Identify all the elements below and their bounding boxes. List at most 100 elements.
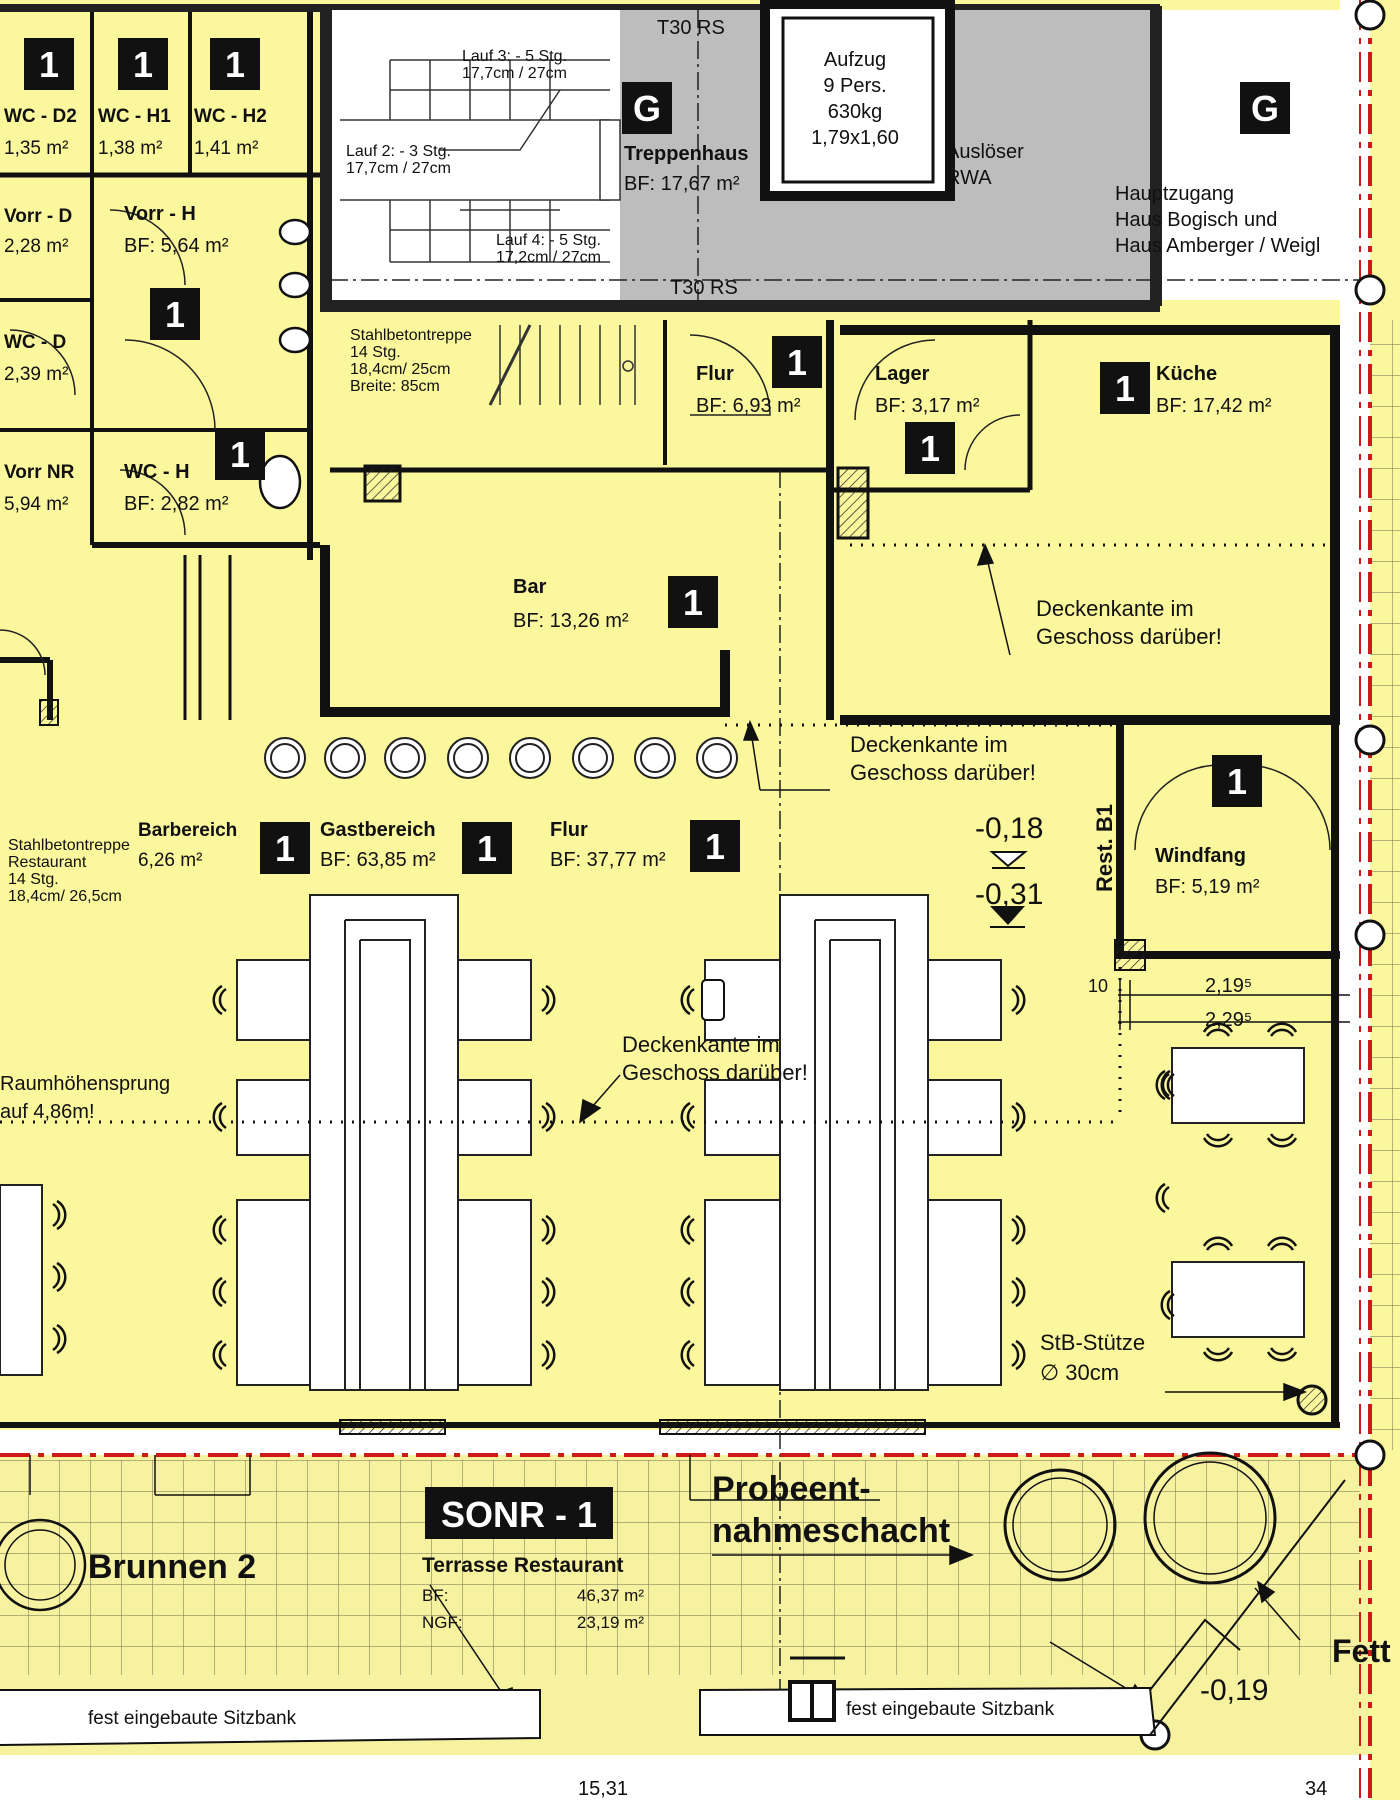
chair — [541, 1214, 556, 1246]
dimension: 2,29⁵ — [1205, 1009, 1252, 1031]
chair — [541, 1339, 556, 1371]
chair — [212, 1214, 227, 1246]
chair — [212, 1276, 227, 1308]
zone-badge-1: 1 — [1100, 362, 1150, 414]
dimension: 2,19⁵ — [1205, 975, 1252, 997]
svg-text:1: 1 — [165, 294, 185, 335]
room-name: Vorr - H — [124, 203, 196, 225]
zone-badge-1: 1 — [772, 336, 822, 388]
svg-text:1: 1 — [477, 828, 497, 869]
svg-text:1: 1 — [230, 434, 250, 475]
zone-badge-1: 1 — [24, 38, 74, 90]
zone-badge-1: 1 — [118, 38, 168, 90]
chair — [541, 984, 556, 1016]
dimension: 34 — [1305, 1778, 1327, 1800]
ceiling-edges — [0, 543, 1335, 1124]
elevator-label: 9 Pers. — [823, 75, 886, 97]
chair — [680, 1101, 695, 1133]
room-name: Barbereich — [138, 820, 237, 841]
grease-label: Fett — [1332, 1633, 1391, 1669]
room-area: BF: 17,42 m² — [1156, 395, 1272, 417]
ceiling-note: Deckenkante im — [622, 1032, 780, 1057]
chairs — [52, 979, 1298, 1371]
chair — [541, 1276, 556, 1308]
room-area: 5,94 m² — [4, 494, 68, 515]
room-name: WC - D — [4, 332, 66, 353]
bar-stools — [264, 737, 738, 779]
column-note: StB-Stütze — [1040, 1330, 1145, 1355]
ceiling-note: Geschoss darüber! — [622, 1060, 808, 1085]
svg-text:G: G — [1251, 88, 1279, 129]
stair-note: Stahlbetontreppe — [350, 327, 472, 344]
column-windfang — [1114, 939, 1146, 971]
svg-text:G: G — [633, 88, 661, 129]
room-name: WC - H1 — [98, 106, 171, 127]
sampling-shaft-label: nahmeschacht — [712, 1512, 950, 1550]
stair-note: 14 Stg. — [8, 871, 59, 888]
entrance-label: Haus Amberger / Weigl — [1115, 235, 1320, 257]
well-label: Brunnen 2 — [88, 1548, 256, 1586]
room-area: BF: 37,77 m² — [550, 849, 666, 871]
zone-badge-1: 1 — [215, 428, 265, 480]
elevator-label: Aufzug — [824, 49, 886, 71]
height-note: auf 4,86m! — [0, 1101, 95, 1123]
dimension: 15,31 — [578, 1778, 628, 1800]
chair — [680, 1276, 695, 1308]
chair — [212, 1101, 227, 1133]
table-windfang-1 — [1171, 1047, 1305, 1124]
stair-note: 18,4cm/ 25cm — [350, 361, 450, 378]
dimension: 10 — [1088, 976, 1108, 996]
room-area: 1,38 m² — [98, 138, 162, 159]
sanitary-fixtures — [258, 218, 312, 510]
zone-badge-1: 1 — [260, 822, 310, 874]
room-name: Küche — [1156, 363, 1217, 385]
room-area: 2,39 m² — [4, 364, 68, 385]
stair-note: Lauf 4: - 5 Stg. — [496, 232, 601, 249]
terrace-ngf-value: 23,19 m² — [577, 1613, 644, 1632]
chair — [1266, 1236, 1298, 1251]
stair-note: Breite: 85cm — [350, 378, 440, 395]
chair — [1011, 1101, 1026, 1133]
door-swings — [0, 209, 1331, 851]
zone-badge-g: G — [1240, 82, 1290, 134]
room-area: BF: 63,85 m² — [320, 849, 436, 871]
stair-note: 14 Stg. — [350, 344, 401, 361]
room-name: Lager — [875, 363, 930, 385]
chair — [1011, 1214, 1026, 1246]
chair — [212, 1339, 227, 1371]
room-area: BF: 5,19 m² — [1155, 876, 1260, 898]
rwa-label: RWA — [946, 167, 992, 189]
chair — [1011, 984, 1026, 1016]
table-island-right — [704, 894, 1002, 1391]
stair-note: Lauf 2: - 3 Stg. — [346, 143, 451, 160]
zone-badge-1: 1 — [690, 820, 740, 872]
chair — [680, 1339, 695, 1371]
ceiling-note: Deckenkante im — [850, 732, 1008, 757]
column-left — [39, 699, 59, 726]
table-windfang-2 — [1171, 1261, 1305, 1338]
chair — [1155, 1069, 1170, 1101]
room-area: BF: 17,67 m² — [624, 173, 740, 195]
room-name: WC - H2 — [194, 106, 267, 127]
ceiling-note: Geschoss darüber! — [850, 760, 1036, 785]
column-bar — [363, 464, 402, 503]
zone-badge-1: 1 — [150, 288, 200, 340]
zone-badge-1: 1 — [905, 422, 955, 474]
room-area: 1,35 m² — [4, 138, 68, 159]
level-marker-open — [989, 851, 1028, 868]
room-name: Gastbereich — [320, 819, 436, 841]
chair — [541, 1101, 556, 1133]
terrace-grid — [0, 1460, 1360, 1675]
rwa-label: Auslöser — [946, 141, 1024, 163]
room-name: WC - D2 — [4, 106, 77, 127]
terrace-zone: SONR - 1 — [441, 1494, 597, 1535]
table-left-edge — [0, 1184, 43, 1376]
chair — [1202, 1133, 1234, 1148]
room-area: BF: 13,26 m² — [513, 610, 629, 632]
terrace-bf-label: BF: — [422, 1586, 448, 1605]
chair — [1202, 1347, 1234, 1362]
rest-label: Rest. B1 — [1092, 804, 1117, 892]
chair — [1202, 1022, 1234, 1037]
room-name: Windfang — [1155, 845, 1246, 867]
